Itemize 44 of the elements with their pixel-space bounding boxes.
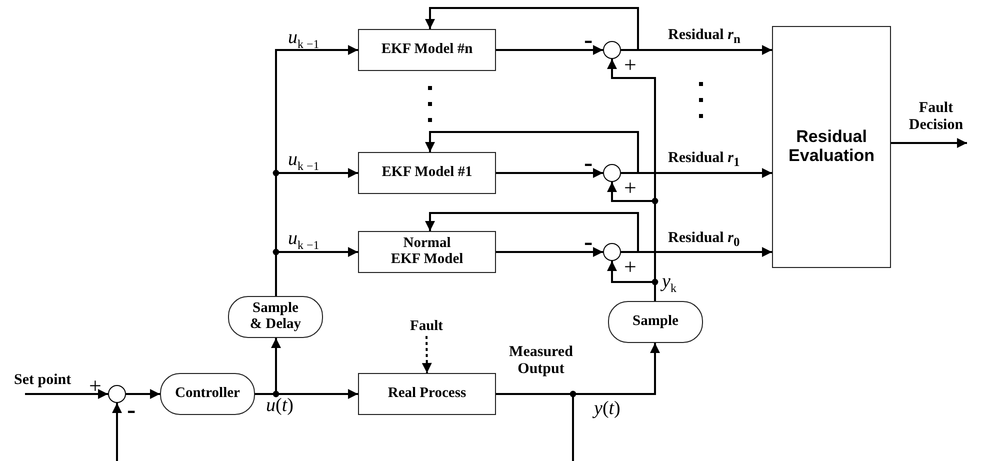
minus-sign: - xyxy=(127,396,136,425)
signal-label: y(t) xyxy=(594,399,620,420)
controller-block: Controller xyxy=(160,373,255,415)
minus-sign: - xyxy=(584,26,593,55)
summing-junction xyxy=(603,243,621,261)
plus-sign: + xyxy=(624,255,636,280)
minus-sign: - xyxy=(584,149,593,178)
arrow xyxy=(425,212,639,253)
arrow xyxy=(425,7,639,51)
edge-label: Fault Decision xyxy=(908,100,964,133)
process-block: Real Process xyxy=(358,373,496,415)
minus-sign: - xyxy=(584,228,593,257)
summing-junction xyxy=(108,385,126,403)
evaluation-block: Residual Evaluation xyxy=(772,26,891,268)
model-block: Normal EKF Model xyxy=(358,231,496,273)
sample-block: Sample xyxy=(608,301,703,343)
signal-label: y$_{k}$ xyxy=(662,272,676,295)
summing-junction xyxy=(603,41,621,59)
arrow xyxy=(25,389,108,399)
arrow xyxy=(112,403,122,461)
summing-junction xyxy=(603,164,621,182)
edge-label: Residual r$_{n}$ xyxy=(668,27,740,47)
edge-label: Residual r$_{1}$ xyxy=(668,150,740,170)
sample-delay-block: Sample & Delay xyxy=(228,296,323,338)
model-block: EKF Model #n xyxy=(358,29,496,71)
edge-label: Residual r$_{0}$ xyxy=(668,230,740,250)
fault-label: Fault xyxy=(404,318,449,336)
model-block: EKF Model #1 xyxy=(358,152,496,194)
arrow xyxy=(496,45,603,55)
edge-label: Set point xyxy=(14,372,72,388)
plus-sign: + xyxy=(89,374,102,398)
plus-sign: + xyxy=(624,53,636,78)
signal-label: Measured Output xyxy=(508,344,574,377)
plus-sign: + xyxy=(624,176,636,200)
arrow xyxy=(496,168,603,178)
arrow xyxy=(425,131,639,174)
signal-label: u(t) xyxy=(266,396,294,417)
edge-label: u$_{k −1}$ xyxy=(288,229,320,252)
edge-label: u$_{k −1}$ xyxy=(288,28,320,51)
arrow xyxy=(496,247,603,257)
arrow xyxy=(126,389,160,399)
arrow xyxy=(891,138,967,148)
edge-label: u$_{k −1}$ xyxy=(288,150,320,173)
dashed-arrow xyxy=(422,336,432,374)
